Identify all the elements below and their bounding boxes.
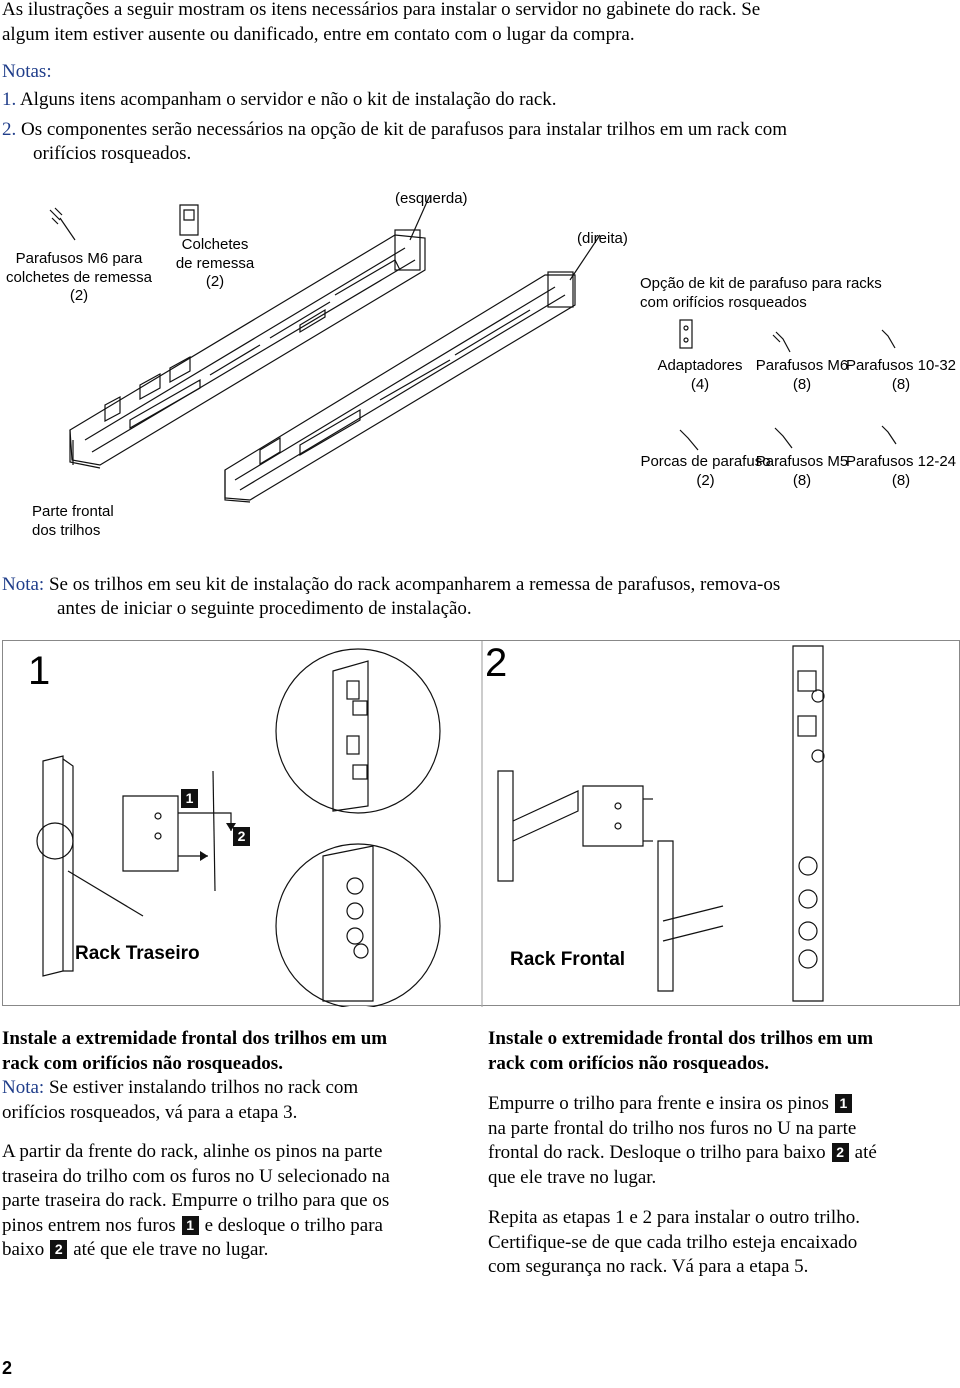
nuts-label: Porcas de parafuso (2) [640,453,771,489]
notes-label: Notas: [2,61,52,82]
rear-rack-post [42,755,64,977]
step-1-number: 1 [28,649,51,693]
badge-2: 2 [831,1143,849,1162]
rail-kit-drawing [49,194,897,503]
right-heading-2: rack com orifícios não rosqueados. [488,1052,769,1074]
right-p-line-2: na parte frontal do trilho nos furos no … [488,1117,857,1139]
right-column: Instale o extremidade frontal dos trilho… [488,1027,960,1280]
right-r-line-1: Repita as etapas 1 e 2 para instalar o o… [488,1207,860,1228]
left-label: (esquerda) [395,190,468,207]
left-p-line-3: parte traseira do rack. Empurre o trilho… [2,1190,390,1211]
left-note: Nota: Se estiver instalando trilhos no r… [2,1076,472,1101]
screw-m6-icon [772,331,791,353]
screw-10-32-icon [881,329,896,349]
right-r-line-2: Certifique-se de que cada trilho esteja … [488,1231,858,1253]
front-rack-label: Rack Frontal [510,949,626,970]
rail-kit-illustration: (esquerda) (direita) Parafusos M6 para c… [0,180,960,550]
right-rail [224,274,576,501]
badge-1: 1 [834,1094,852,1113]
right-p-line-3: frontal do rack. Desloque o trilho para … [488,1142,877,1163]
m6-shipping-screws-label: Parafusos M6 para colchetes de remessa (… [6,250,152,304]
install-figure: 1 2 1 2 Rack Traseiro Rack Frontal [2,640,960,1007]
left-note-text-2: orifícios rosqueados, vá para a etapa 3. [2,1101,298,1123]
left-note-text-1: Se estiver instalando trilhos no rack co… [44,1077,359,1098]
step-2-number: 2 [485,641,508,685]
badge-2: 2 [50,1240,68,1259]
install-drawing [36,641,825,1007]
adapters-label: Adaptadores (4) [657,357,743,393]
right-p-line-4: que ele trave no lugar. [488,1166,657,1188]
rear-rack-label: Rack Traseiro [75,943,200,964]
intro-paragraph: As ilustrações a seguir mostram os itens… [2,0,760,47]
note-1-text: Alguns itens acompanham o servidor e não… [19,89,557,110]
callout-1: 1 [181,789,198,808]
intro-line-1: As ilustrações a seguir mostram os itens… [2,0,761,20]
note-line-1: Se os trilhos em seu kit de instalação d… [48,574,781,595]
10-32-screws-label: Parafusos 10-32 (8) [845,357,957,393]
note-1-number: 1. [2,89,17,110]
magnifier-circle [275,843,441,1007]
kit-option-label: Opção de kit de parafuso para racks com … [640,275,882,311]
magnifier-circle [275,648,441,814]
left-p-line-1: A partir da frente do rack, alinhe os pi… [2,1141,383,1162]
badge-1: 1 [181,1215,199,1235]
m6-screws-label: Parafusos M6 (8) [755,357,849,393]
screw-icon [49,207,63,225]
adapter-icon [679,319,693,349]
right-label: (direita) [577,230,628,247]
note-2-continued: orifícios rosqueados. [33,143,192,164]
rail-front-label: Parte frontal dos trilhos [32,503,114,539]
intro-line-2: algum item estiver ausente ou danificado… [2,23,635,45]
note-2-number: 2. [2,119,17,140]
note-2: 2. Os componentes serão necessários na o… [2,118,787,143]
left-p-line-2: traseira do trilho com os furos no U sel… [2,1165,390,1187]
note-1: 1. Alguns itens acompanham o servidor e … [2,88,557,113]
note-remove-screws: Nota: Se os trilhos em seu kit de instal… [2,573,780,598]
right-r-line-3: com segurança no rack. Vá para a etapa 5… [488,1256,809,1277]
note-line-2: antes de iniciar o seguinte procedimento… [57,598,472,619]
left-heading-1: Instale a extremidade frontal dos trilho… [2,1028,388,1049]
right-p-line-1: Empurre o trilho para frente e insira os… [488,1092,960,1117]
left-heading-2: rack com orifícios não rosqueados. [2,1052,283,1074]
left-column: Instale a extremidade frontal dos trilho… [2,1027,472,1263]
left-note-label: Nota: [2,1077,45,1098]
m5-screws-label: Parafusos M5 (8) [755,453,849,489]
note-label: Nota: [2,574,45,595]
callout-2: 2 [233,827,250,846]
screw-m5-icon [774,427,793,449]
right-heading-1: Instale o extremidade frontal dos trilho… [488,1028,874,1049]
nut-icon [679,429,699,451]
bracket-icon [179,204,199,236]
shipping-brackets-label: Colchetes de remessa (2) [175,236,255,290]
note-2-text: Os componentes serão necessários na opçã… [21,119,788,140]
screw-12-24-icon [881,425,897,445]
12-24-screws-label: Parafusos 12-24 (8) [845,453,957,489]
page-number: 2 [2,1358,13,1378]
